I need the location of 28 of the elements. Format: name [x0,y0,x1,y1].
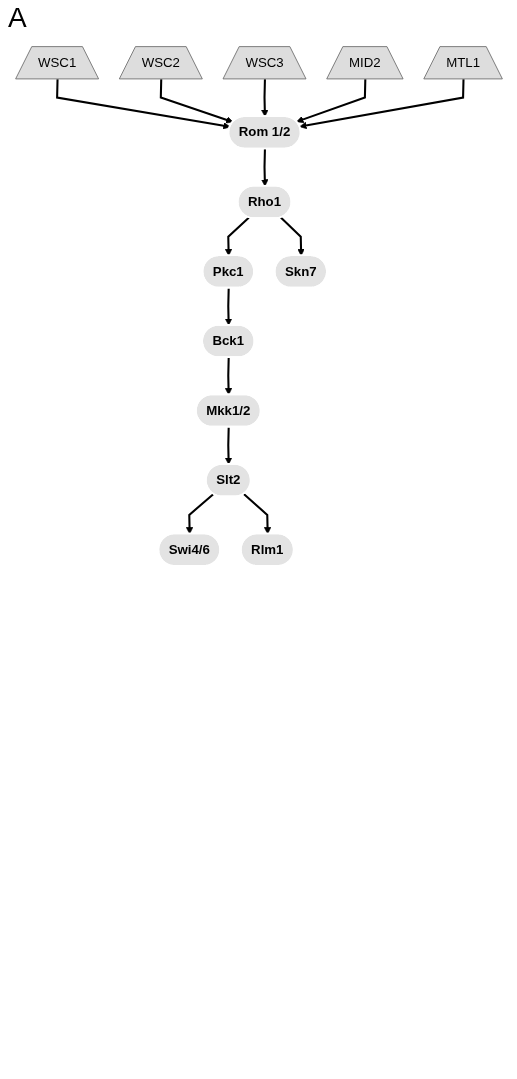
arrow [55,79,230,130]
arrow [260,79,268,117]
sensor-node: MTL1 [422,46,503,80]
arrow [224,287,232,326]
arrow [260,148,268,187]
arrow [159,79,233,124]
protein-ellipse: Slt2 [204,463,251,498]
arrow [295,79,366,123]
arrow [279,216,305,257]
protein-ellipse: Skn7 [273,254,328,289]
sensor-node: WSC3 [222,46,306,80]
protein-ellipse: Pkc1 [201,254,255,289]
protein-ellipse: Swi4/6 [157,532,221,567]
protein-ellipse: Rho1 [236,184,292,219]
sensor-node: WSC1 [14,46,99,80]
protein-ellipse: Rlm1 [239,532,295,567]
sensor-node: MID2 [325,46,403,80]
sensor-node: WSC2 [118,46,203,80]
arrow [224,216,250,257]
panel-letter: A [8,2,27,34]
arrow [298,79,465,130]
arrow [224,427,232,465]
arrow [185,493,214,535]
protein-ellipse: Bck1 [200,324,255,358]
arrow [224,357,232,396]
protein-ellipse: Rom 1/2 [227,115,301,150]
protein-ellipse: Mkk1/2 [194,393,261,428]
arrow [242,493,271,535]
